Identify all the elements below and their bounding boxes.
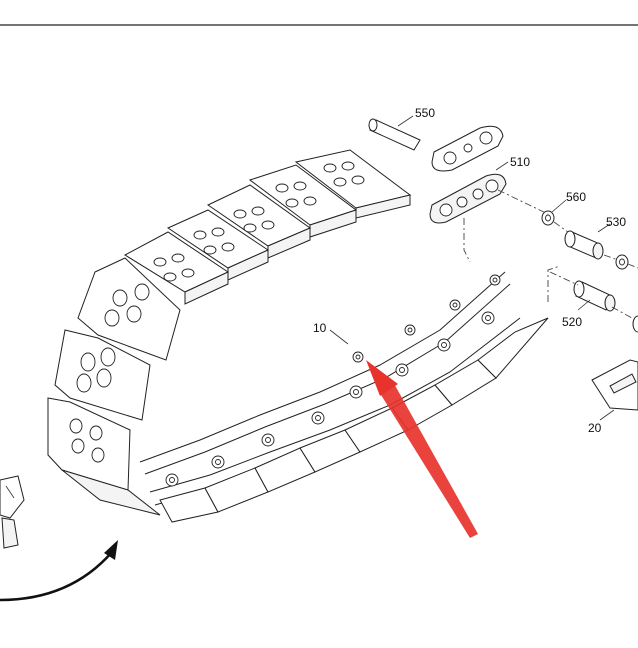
rotation-arrow-icon — [0, 540, 118, 602]
leader-line — [599, 409, 615, 421]
assembly-line — [611, 306, 633, 319]
leader-line — [495, 161, 509, 171]
assembly-line — [463, 218, 471, 263]
assembly-line — [549, 271, 579, 286]
part-530-bushing — [564, 230, 604, 260]
leader-line — [329, 329, 349, 345]
highlight-arrow-icon — [366, 360, 478, 538]
callout-10: 10 — [313, 321, 327, 335]
callout-20: 20 — [588, 421, 602, 435]
track-shoe-pad — [248, 164, 358, 238]
partial-bushing — [632, 315, 638, 333]
track-shoe-pad — [294, 149, 412, 219]
track-shoe-pad — [54, 329, 151, 421]
callout-560: 560 — [566, 190, 586, 204]
washer-icon — [615, 254, 629, 270]
part-520-bushing — [573, 280, 616, 312]
part-510-link — [429, 173, 507, 224]
leader-line — [551, 199, 567, 213]
track-shoe-pad — [207, 184, 312, 259]
leader-line — [597, 223, 611, 233]
callout-530: 530 — [606, 215, 626, 229]
track-shoe-pad — [123, 231, 230, 305]
track-shoe-pad — [47, 397, 161, 516]
leader-line — [577, 299, 591, 311]
assembly-line — [627, 263, 638, 269]
assembly-line — [553, 221, 569, 233]
part-20-shoe — [591, 359, 638, 411]
assembly-line — [547, 265, 561, 302]
callout-510: 510 — [510, 155, 530, 169]
callout-520: 520 — [562, 315, 582, 329]
callout-550: 550 — [415, 106, 435, 120]
assembly-line — [497, 189, 549, 215]
part-550-pin — [368, 118, 421, 151]
part-560-washer — [541, 210, 555, 226]
part-550-link — [431, 125, 504, 172]
track-shoe-pad — [77, 257, 181, 361]
leader-line — [397, 115, 414, 127]
track-shoe-pad — [166, 209, 270, 281]
partial-machine-detail — [0, 475, 25, 549]
assembly-line — [603, 254, 619, 261]
track-chain-links — [139, 271, 549, 523]
track-shoe-assembly — [47, 149, 412, 516]
